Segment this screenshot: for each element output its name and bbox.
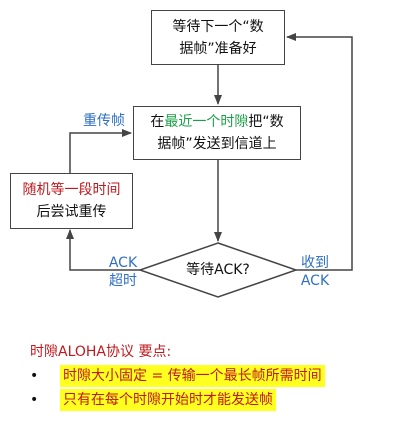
key-point-item: • 只有在每个时隙开始时才能发送帧 [30, 389, 276, 411]
decision-diamond [137, 242, 299, 298]
ack-timeout-line2: 超时 [109, 273, 137, 289]
retry-box-line2: 后尝试重传 [36, 204, 107, 220]
arrow-timeout-to-retry [66, 229, 140, 271]
send-frame-box: 在最近一个时隙把“数 据帧”发送到信道上 [133, 106, 301, 160]
ack-received-line1: 收到 [301, 255, 329, 271]
ack-received-line2: ACK [300, 273, 330, 289]
key-point-text: 只有在每个时隙开始时才能发送帧 [60, 389, 276, 411]
bullet-icon: • [30, 392, 39, 408]
key-point-text: 时隙大小固定 = 传输一个最长帧所需时间 [60, 365, 325, 387]
key-points-title: 时隙ALOHA协议 要点: [30, 344, 172, 360]
random-wait-retry-box: 随机等一段时间 后尝试重传 [10, 173, 133, 229]
send-box-line2: 据帧”发送到信道上 [157, 136, 277, 152]
send-box-highlight: 最近一个时隙 [164, 114, 249, 130]
ack-timeout-line1: ACK [108, 255, 138, 271]
key-points-section: 时隙ALOHA协议 要点: • 时隙大小固定 = 传输一个最长帧所需时间 • 只… [30, 341, 325, 411]
send-box-post: 把“数 [248, 114, 284, 130]
ack-received-label: 收到 ACK [292, 254, 338, 290]
bullet-icon: • [30, 368, 39, 384]
arrow-ack-received-loop [286, 33, 353, 271]
wait-box-line1: 等待下一个“数 [172, 18, 264, 35]
send-box-pre: 在 [150, 114, 165, 130]
wait-box-line2: 据帧”准备好 [179, 40, 257, 57]
retry-box-line1: 随机等一段时间 [22, 182, 121, 198]
decision-label: 等待ACK? [186, 262, 250, 278]
ack-timeout-label: ACK 超时 [100, 254, 146, 290]
send-box-line1: 在最近一个时隙把“数 [150, 111, 283, 133]
arrow-retry-to-send [69, 129, 132, 173]
key-point-item: • 时隙大小固定 = 传输一个最长帧所需时间 [30, 365, 325, 387]
retransmit-label: 重传帧 [83, 113, 125, 129]
wait-frame-ready-box: 等待下一个“数 据帧”准备好 [151, 10, 285, 65]
